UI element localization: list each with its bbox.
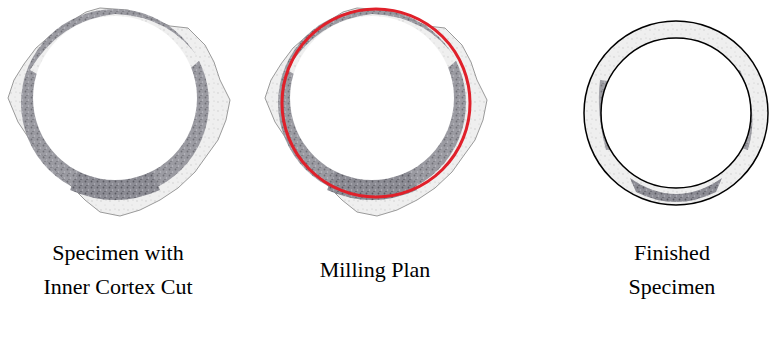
ring-inner: [601, 38, 751, 188]
specimen-plan: [265, 8, 487, 216]
figure-caption: Finished Specimen: [615, 236, 730, 304]
figure-caption: Specimen with Inner Cortex Cut: [31, 236, 206, 304]
specimen-cut: [8, 8, 230, 216]
milling-circle: [282, 9, 470, 197]
finished-ring: [584, 21, 768, 205]
figure-caption: Milling Plan: [265, 253, 485, 287]
ring-outer: [584, 21, 768, 205]
